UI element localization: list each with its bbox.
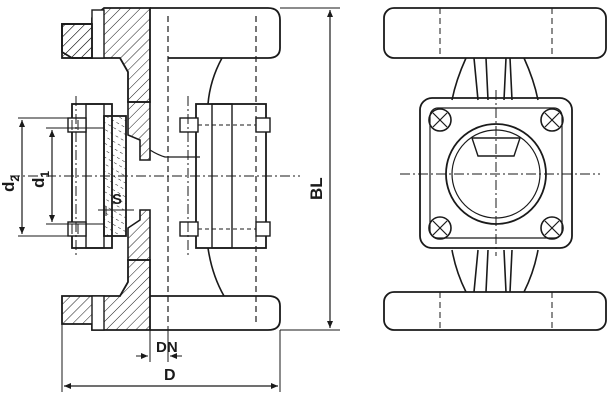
front-bolt-tl [428,108,452,132]
label-s: S [112,191,122,208]
body-wall [127,101,151,161]
front-neck-bottom [451,249,539,293]
top-bolt-slot [91,9,105,59]
label-d: D [164,367,176,384]
front-bottom-flange [383,291,607,331]
top-flange-outer-left [61,23,93,59]
label-bl: BL [307,177,326,200]
bottom-flange-outline [150,295,281,331]
body-wall-lower [127,209,151,261]
front-bolt-br [540,216,564,240]
front-bolt-tr [540,108,564,132]
bolt-bottom-right [179,221,271,237]
bolt-top-right [179,117,271,133]
body-curve-bottom [207,247,225,297]
body-inner-curve [149,149,200,158]
top-flange-outline [150,7,281,59]
front-view [383,7,607,331]
label-dn: DN [156,339,178,356]
side-section-view: d2 d1 S BL DN D [0,7,340,392]
front-flow-indicator [471,137,521,157]
front-neck-top [451,57,539,101]
body-curve-top [207,57,223,105]
front-top-flange [383,7,607,59]
bottom-bolt-slot [91,295,105,331]
bolt-bottom-left [67,221,87,237]
bolt-top-left [67,117,87,133]
label-d1: d1 [29,171,52,188]
front-bolt-bl [428,216,452,240]
bottom-flange-section [61,259,151,331]
label-d2: d2 [0,175,22,192]
